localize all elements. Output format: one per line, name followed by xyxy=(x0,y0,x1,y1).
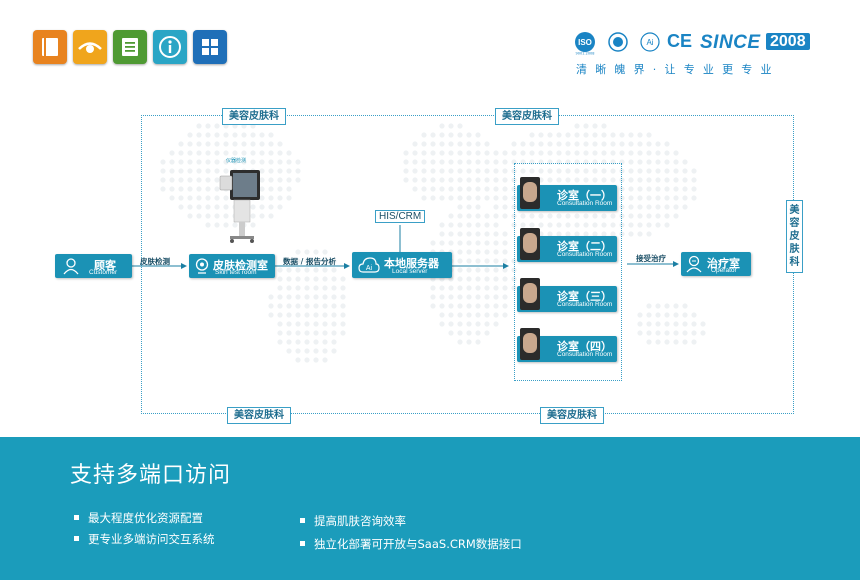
consultation-room-node[interactable]: 诊室（二）Consultation Room xyxy=(517,228,617,262)
consultation-room-node[interactable]: 诊室（四）Consultation Room xyxy=(517,328,617,362)
book-icon[interactable] xyxy=(33,30,67,64)
ce-mark: CE xyxy=(667,31,693,51)
local-server-label: 本地服务器 xyxy=(384,257,439,270)
doctor-photo-icon xyxy=(520,278,540,310)
cloud-ai-icon: Ai xyxy=(358,257,380,273)
skin-test-room-label: 皮肤检测室 xyxy=(213,259,268,272)
treatment-room-node[interactable]: 治疗室 Operator xyxy=(681,252,751,276)
flow-connectors xyxy=(132,225,679,269)
edge-label-data-report: 数据 / 报告分析 xyxy=(283,257,336,266)
camera-icon xyxy=(195,258,209,274)
skin-test-room-label-en: Skin test room xyxy=(215,269,257,276)
consultation-room-node[interactable]: 诊室（三）Consultation Room xyxy=(517,278,617,312)
footer-bullet: 提高肌肤咨询效率 xyxy=(300,513,406,529)
footer-bullet: 更专业多端访问交互系统 xyxy=(74,531,215,547)
consultation-room-label-en: Consultation Room xyxy=(557,251,613,258)
operator-icon xyxy=(686,255,702,273)
consultation-room-label: 诊室（一） xyxy=(557,189,612,202)
dept-label-top-mid: 美容皮肤科 xyxy=(495,108,559,125)
eye-icon[interactable] xyxy=(73,30,107,64)
local-server-node[interactable]: Ai 本地服务器 Local server xyxy=(352,252,452,278)
brand-year: 2008 xyxy=(766,33,810,50)
iso-logo: ISO 9001:2008 xyxy=(571,31,599,59)
dept-label-bottom-left: 美容皮肤科 xyxy=(227,407,291,424)
svg-text:Ai: Ai xyxy=(646,38,653,47)
svg-text:9001:2008: 9001:2008 xyxy=(576,52,595,56)
consultation-room-label: 诊室（四） xyxy=(557,340,612,353)
footer-title: 支持多端口访问 xyxy=(70,463,232,488)
treatment-room-label-en: Operator xyxy=(711,267,737,274)
skin-analyzer-device-icon xyxy=(219,170,260,243)
dept-label-right: 美容皮肤科 xyxy=(786,200,803,273)
consultation-room-label-en: Consultation Room xyxy=(557,200,613,207)
consultation-room-label-en: Consultation Room xyxy=(557,301,613,308)
world-map-background xyxy=(160,123,706,363)
footer-banner xyxy=(0,437,860,580)
brand-since: SINCE xyxy=(700,32,761,53)
cert-seal-icon xyxy=(605,31,631,57)
consultation-rooms-group xyxy=(514,163,622,381)
skin-test-room-node[interactable]: 皮肤检测室 Skin test room xyxy=(189,254,275,278)
dept-label-top-left: 美容皮肤科 xyxy=(222,108,286,125)
edge-label-skin-test: 皮肤检测 xyxy=(140,257,170,266)
doctor-photo-icon xyxy=(520,177,540,209)
customer-label-en: Customer xyxy=(89,269,118,276)
doctor-photo-icon xyxy=(520,228,540,260)
footer-bullet: 最大程度优化资源配置 xyxy=(74,510,203,526)
list-icon[interactable] xyxy=(113,30,147,64)
customer-node[interactable]: 顾客 Customer xyxy=(55,254,132,278)
brand-slogan: 清晰魄界·让专业更专业 xyxy=(576,63,780,76)
consultation-room-node[interactable]: 诊室（一）Consultation Room xyxy=(517,177,617,211)
device-caption: 仪器检测 xyxy=(226,158,247,164)
edge-label-treatment: 接受治疗 xyxy=(636,254,666,263)
person-icon xyxy=(63,258,79,275)
ai-seal-icon: Ai xyxy=(637,31,663,57)
info-icon[interactable] xyxy=(153,30,187,64)
svg-text:Ai: Ai xyxy=(366,265,373,272)
dept-label-bottom-mid: 美容皮肤科 xyxy=(540,407,604,424)
windows-icon[interactable] xyxy=(193,30,227,64)
local-server-label-en: Local server xyxy=(392,268,428,275)
his-crm-label: HIS/CRM xyxy=(375,210,426,223)
customer-label: 顾客 xyxy=(94,259,116,272)
treatment-room-label: 治疗室 xyxy=(707,257,740,270)
consultation-room-label: 诊室（三） xyxy=(557,290,612,303)
footer-bullet: 独立化部署可开放与SaaS.CRM数据接口 xyxy=(300,536,522,552)
consultation-room-label: 诊室（二） xyxy=(557,240,612,253)
svg-text:ISO: ISO xyxy=(578,38,592,47)
doctor-photo-icon xyxy=(520,328,540,360)
consultation-room-label-en: Consultation Room xyxy=(557,351,613,358)
